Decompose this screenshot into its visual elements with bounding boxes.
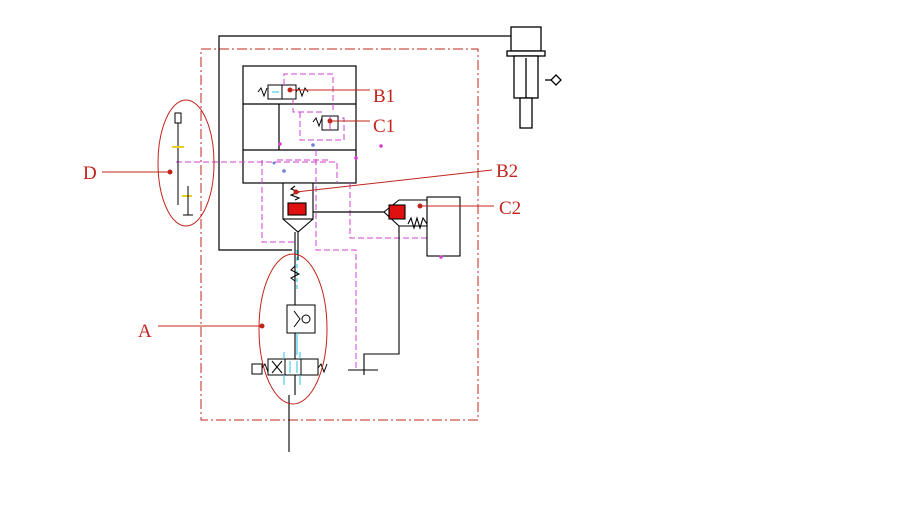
directional-valve-icon: [251, 352, 328, 385]
spring-icon: [290, 265, 301, 282]
label-b2: B2: [496, 161, 518, 182]
cylinder-icon: [506, 26, 562, 129]
callout-leaders: [102, 87, 494, 329]
check-valve-icon: [363, 196, 461, 370]
relief-valve-icon: [282, 182, 314, 260]
port-markers: [272, 142, 443, 259]
label-d: D: [83, 163, 97, 184]
region-d-outline: [157, 99, 215, 227]
relief-valve-icon: [312, 115, 339, 131]
label-b1: B1: [373, 86, 395, 107]
cylinder-line: [218, 35, 511, 251]
signal-components: [172, 112, 193, 216]
region-a-outline: [258, 253, 328, 405]
label-a: A: [138, 321, 152, 342]
label-c1: C1: [373, 116, 395, 137]
supply-line: [288, 232, 298, 452]
directional-valve-icon: [257, 84, 309, 100]
tank-icon: [348, 369, 378, 375]
label-c2: C2: [499, 198, 521, 219]
valve-manifold: [242, 65, 357, 184]
check-valve-icon: [286, 304, 316, 355]
